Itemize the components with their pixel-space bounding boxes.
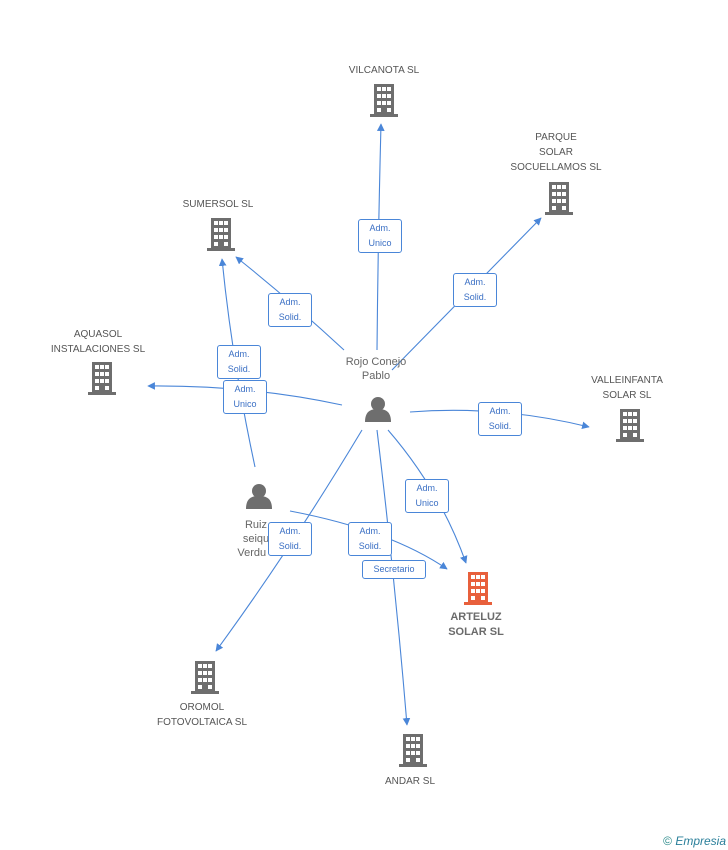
brand-logo: Empresia <box>675 834 726 848</box>
edge-label-sumersol-ruiz: Adm. Solid. <box>217 345 261 379</box>
company-label-aquasol[interactable]: AQUASOL INSTALACIONES SL <box>50 329 146 355</box>
person-label-ruiz[interactable]: Ruiz seiqu Verdu J <box>237 519 274 559</box>
vilcanota-building-icon <box>370 84 398 117</box>
ruiz-person-icon <box>246 484 272 509</box>
arteluz-building-icon <box>464 572 492 605</box>
parque-building-icon <box>545 182 573 215</box>
edge-label-sumersol-rojo: Adm. Solid. <box>268 293 312 327</box>
edge-label-aquasol: Adm. Unico <box>223 380 267 414</box>
edge-label-vilcanota: Adm. Unico <box>358 219 402 253</box>
company-label-valleinfanta[interactable]: VALLEINFANTA SOLAR SL <box>591 375 663 401</box>
sumersol-building-icon <box>207 218 235 251</box>
edge-label-arteluz-ruiz: Adm. Solid. <box>348 522 392 556</box>
edge-label-arteluz-unico: Adm. Unico <box>405 479 449 513</box>
oromol-building-icon <box>191 661 219 694</box>
company-label-vilcanota[interactable]: VILCANOTA SL <box>348 65 420 76</box>
edge-label-parque: Adm. Solid. <box>453 273 497 307</box>
edge-label-arteluz-secretario: Secretario <box>362 560 426 579</box>
company-label-andar[interactable]: ANDAR SL <box>384 776 435 787</box>
company-label-parque[interactable]: PARQUE SOLAR SOCUELLAMOS SL <box>510 132 602 173</box>
person-label-rojo[interactable]: Rojo Conejo Pablo <box>345 356 407 382</box>
copyright-icon: © <box>663 834 672 848</box>
footer-brand[interactable]: © Empresia <box>663 834 726 848</box>
rojo-person-icon <box>365 397 391 422</box>
company-label-oromol[interactable]: OROMOL FOTOVOLTAICA SL <box>156 702 248 728</box>
aquasol-building-icon <box>88 362 116 395</box>
company-label-arteluz[interactable]: ARTELUZ SOLAR SL <box>448 611 504 638</box>
andar-building-icon <box>399 734 427 767</box>
company-label-sumersol[interactable]: SUMERSOL SL <box>182 199 254 210</box>
edge-label-oromol: Adm. Solid. <box>268 522 312 556</box>
valleinfanta-building-icon <box>616 409 644 442</box>
edge-label-valleinfanta: Adm. Solid. <box>478 402 522 436</box>
